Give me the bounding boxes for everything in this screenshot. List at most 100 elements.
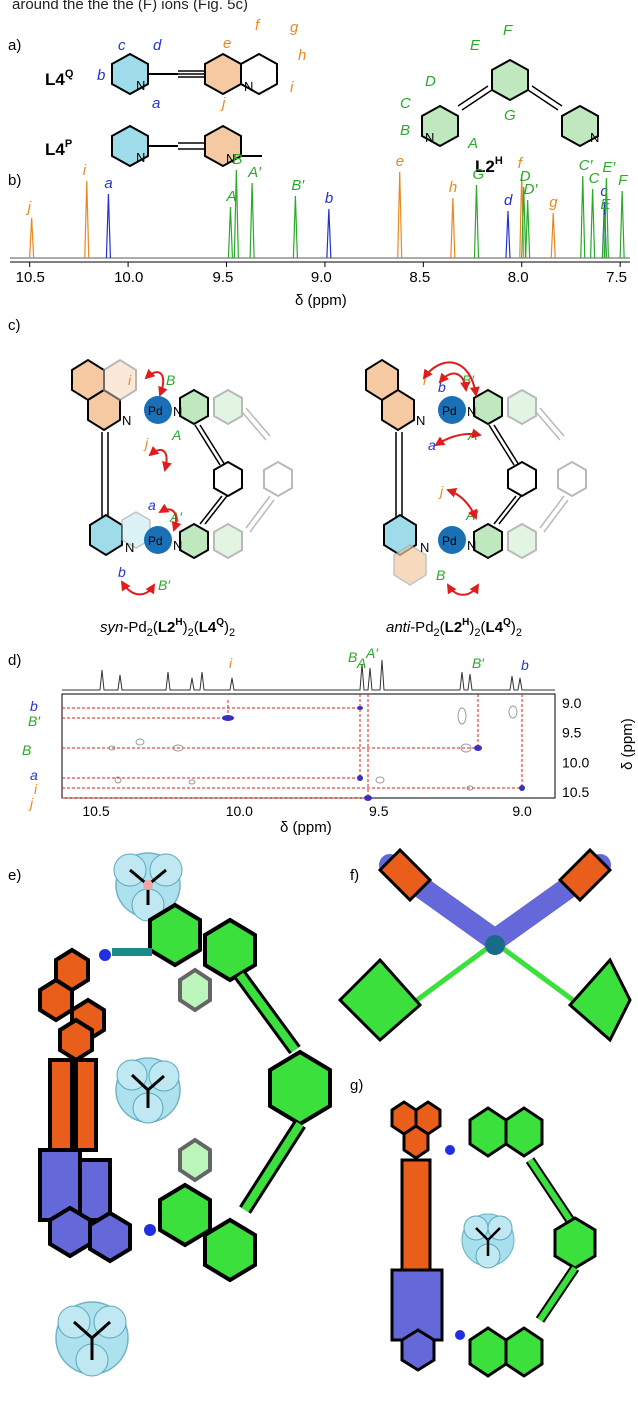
svg-text:B: B (166, 372, 175, 388)
noesy-ytick-label: 10.5 (562, 784, 589, 800)
syn-formula: syn-Pd2(L2H)2(L4Q)2 (100, 617, 235, 639)
svg-text:b: b (118, 564, 126, 580)
spectrum-peak-label: C (589, 170, 600, 187)
svg-text:a: a (428, 437, 436, 453)
anti-formula: anti-Pd2(L2H)2(L4Q)2 (386, 617, 522, 639)
spectrum-tick-label: 8.5 (409, 269, 430, 286)
spectrum-tick-label: 10.0 (114, 269, 143, 286)
svg-text:B′: B′ (28, 713, 41, 729)
svg-text:Pd: Pd (442, 534, 457, 548)
spectrum-tick-label: 10.5 (16, 269, 45, 286)
noesy-xtick-label: 10.5 (82, 803, 109, 819)
ligand-l2h-label: L2H (475, 155, 503, 176)
panel-a: a) L4Q N N c d b a e f g h i j L4P (8, 17, 599, 176)
spectrum-peak (619, 190, 625, 259)
svg-text:A: A (171, 427, 181, 443)
svg-text:i: i (128, 372, 132, 388)
panel-d-label: d) (8, 652, 21, 669)
svg-text:N: N (416, 413, 425, 428)
syn-cage: N N Pd Pd N N (71, 358, 293, 596)
svg-text:j: j (438, 483, 444, 499)
svg-text:F: F (503, 22, 513, 39)
svg-text:Pd: Pd (148, 534, 163, 548)
svg-text:G: G (504, 107, 516, 124)
panel-a-label: a) (8, 37, 21, 54)
spectrum-peak (525, 199, 531, 259)
svg-text:N: N (467, 538, 476, 553)
panel-e-label: e) (8, 867, 21, 884)
l4p-structure: N N (111, 124, 262, 168)
panel-f-label: f) (350, 867, 359, 884)
spectrum-tick-label: 8.0 (508, 269, 529, 286)
spectrum-peak-label: E′ (602, 159, 616, 176)
svg-text:a: a (30, 767, 38, 783)
spectrum-peak-label: h (449, 179, 457, 196)
spectrum-peak-label: B′ (291, 177, 305, 194)
l4q-structure: N N c d b a e f g h i j (97, 17, 306, 112)
svg-text:N: N (467, 404, 476, 419)
svg-text:b: b (438, 379, 446, 395)
svg-text:N: N (173, 538, 182, 553)
svg-text:i: i (34, 781, 38, 797)
spectrum-peak (550, 212, 556, 259)
caption-fragment: around the the the (F) ions (Fig. 5c) (12, 0, 248, 13)
svg-text:N: N (226, 151, 235, 166)
spectrum-peak (227, 206, 234, 259)
svg-text:b: b (521, 657, 529, 673)
spectrum-peak-label: B (232, 151, 242, 168)
panel-d: d) i B A A′ B′ b b B′ B a i j (8, 645, 636, 836)
panel-g: g) (350, 1077, 597, 1378)
spectrum-peak-label: A (225, 188, 236, 205)
svg-text:Pd: Pd (148, 404, 163, 418)
panel-c-label: c) (8, 317, 21, 334)
svg-text:D: D (425, 73, 436, 90)
spectrum-tick-label: 9.5 (213, 269, 234, 286)
anion-middle (115, 1057, 181, 1124)
spectrum-tick-label: 9.0 (311, 269, 332, 286)
svg-text:Pd: Pd (442, 404, 457, 418)
panel-b-label: b) (8, 172, 21, 189)
anion-top (113, 852, 183, 922)
spectrum-tick-label: 7.5 (606, 269, 627, 286)
spectrum-peak-label: G (472, 166, 484, 183)
noesy-xtick-label: 10.0 (226, 803, 253, 819)
svg-text:B: B (22, 742, 31, 758)
svg-text:g: g (290, 19, 299, 36)
svg-text:A: A (356, 655, 366, 671)
svg-text:B′: B′ (472, 655, 485, 671)
spectrum-peak-label: C′ (579, 157, 594, 174)
noesy-ylabel: δ (ppm) (619, 718, 636, 770)
spectrum-peak-label: e (396, 153, 404, 170)
svg-text:N: N (136, 78, 145, 93)
svg-text:f: f (255, 17, 261, 34)
spectrum-peak-label: A′ (247, 164, 262, 181)
spectrum-peak (450, 197, 456, 259)
noesy-xtick-label: 9.5 (369, 803, 389, 819)
svg-text:j: j (220, 95, 226, 112)
panel-g-label: g) (350, 1077, 363, 1094)
svg-text:i: i (290, 79, 294, 96)
spectrum-peak-label: b (325, 190, 333, 207)
ligand-l4q-label: L4Q (45, 68, 74, 89)
spectrum-xlabel: δ (ppm) (295, 292, 347, 309)
noesy-yticks: 9.09.510.010.5 (562, 695, 589, 800)
svg-text:e: e (223, 35, 231, 52)
svg-text:d: d (153, 37, 162, 54)
anion-bottom (55, 1301, 129, 1377)
spectrum-peak (580, 175, 586, 259)
l2h-structure: N N E F G D C B A (400, 22, 599, 152)
panel-f: f) (337, 847, 632, 1043)
anion-g (461, 1213, 515, 1269)
anti-cage: N N Pd Pd N N (365, 358, 587, 596)
svg-text:b: b (30, 698, 38, 714)
spectrum-ticks: 10.5 10.0 9.5 9.0 8.5 8.0 7.5 (16, 262, 627, 286)
spectrum-peak (84, 180, 90, 259)
svg-text:i: i (229, 655, 233, 671)
spectrum-peak-label: a (104, 175, 112, 192)
svg-text:B′: B′ (158, 577, 171, 593)
noesy-ytick-label: 10.0 (562, 754, 589, 770)
spectrum-peak (249, 182, 255, 259)
